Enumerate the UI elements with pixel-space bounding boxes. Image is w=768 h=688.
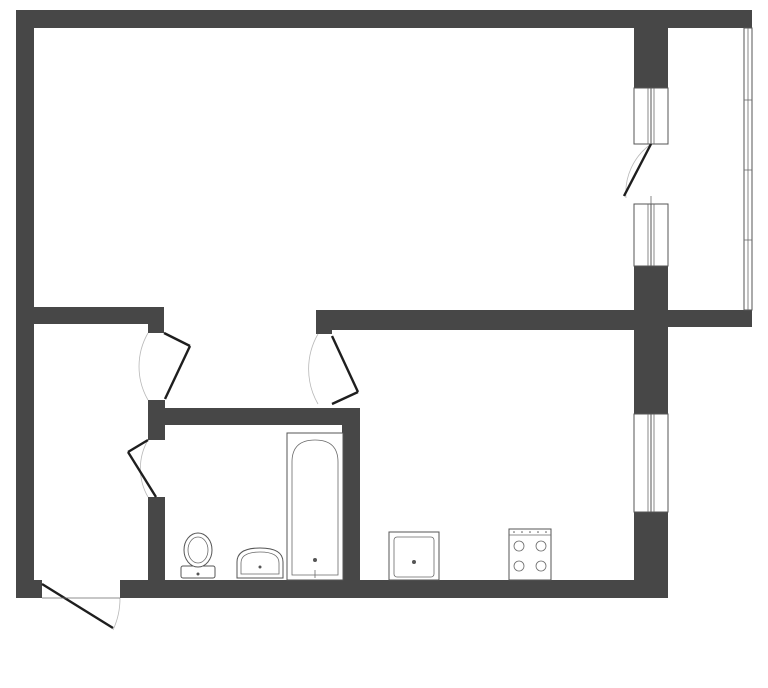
wall-bathroom-left-upper (148, 400, 165, 440)
balcony-door (622, 143, 653, 204)
doors (41, 143, 653, 631)
kitchen-window (633, 413, 669, 513)
bathtub (286, 432, 344, 581)
kitchen-door (308, 333, 360, 406)
balcony-glazing (743, 27, 753, 311)
wall-partition-right (316, 310, 634, 330)
wall-right-lower (634, 512, 668, 598)
kitchen-sink (388, 531, 440, 581)
rooms (34, 28, 748, 580)
fixtures (180, 432, 552, 581)
balcony-window-lower (633, 203, 669, 267)
balcony-wall-bottom (668, 310, 752, 327)
bathroom-door (126, 438, 158, 498)
living-room (34, 28, 634, 307)
entrance-door (41, 582, 121, 631)
wall-partition-left (34, 307, 164, 324)
living-room-door (138, 331, 192, 401)
wall-hall-pier (148, 307, 164, 333)
stove (508, 528, 552, 581)
wall-bottom-left (16, 580, 42, 598)
washbasin (236, 547, 284, 579)
walls (16, 10, 752, 598)
balcony-window-upper (633, 87, 669, 145)
hallway (34, 324, 148, 580)
wall-bathroom-right (342, 408, 360, 598)
wall-bottom (120, 580, 668, 598)
balcony (668, 28, 748, 310)
wall-top (16, 10, 752, 28)
wall-right-mid (634, 266, 668, 414)
wall-bathroom-left-lower (148, 497, 165, 598)
wall-kitchen-pier (316, 310, 332, 334)
toilet (180, 532, 216, 579)
wall-right-upper (634, 10, 668, 88)
wall-left (16, 10, 34, 598)
wall-bathroom-top (148, 408, 360, 425)
windows (633, 27, 753, 513)
